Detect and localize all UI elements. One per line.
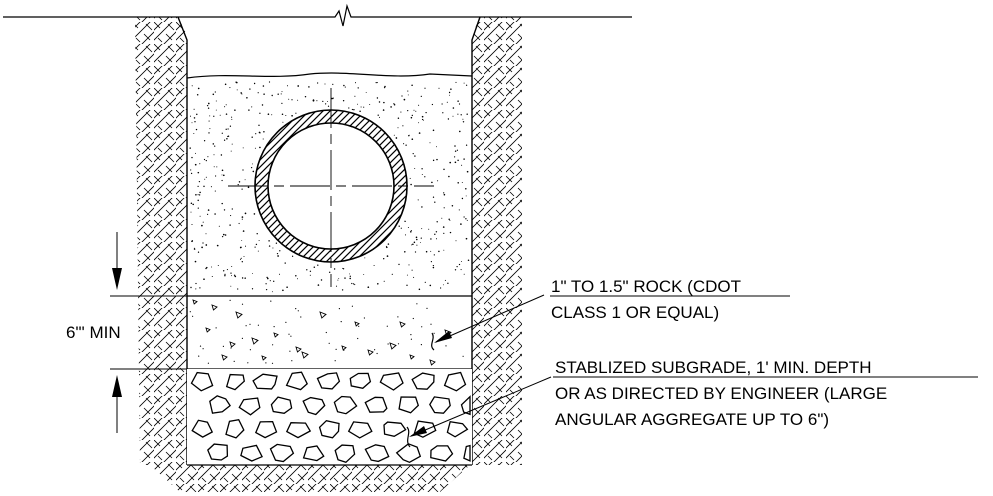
dimension-label: 6"' MIN	[66, 323, 121, 342]
dimension-arrow-bottom	[112, 375, 122, 433]
subgrade-leader	[406, 376, 552, 448]
rock-bedding-layer	[187, 295, 472, 370]
rock-note: 1" TO 1.5" ROCK (CDOT CLASS 1 OR EQUAL)	[550, 277, 790, 322]
subgrade-note: STABLIZED SUBGRADE, 1' MIN. DEPTH OR AS …	[553, 358, 978, 429]
native-soil-hatch	[135, 17, 522, 492]
rock-note-line2: CLASS 1 OR EQUAL)	[551, 303, 719, 322]
trench-walls	[177, 16, 481, 465]
rock-triangles	[189, 299, 464, 366]
subgrade-aggregate	[187, 369, 472, 466]
subgrade-note-line3: ANGULAR AGGREGATE UP TO 6")	[555, 410, 829, 429]
subgrade-note-line1: STABLIZED SUBGRADE, 1' MIN. DEPTH	[555, 358, 872, 377]
pipe-centerlines	[228, 88, 434, 287]
dimension-extension-lines	[110, 295, 187, 370]
backfill-stipple	[189, 81, 470, 293]
subgrade-note-line2: OR AS DIRECTED BY ENGINEER (LARGE	[555, 384, 887, 403]
dimension-arrow-top	[112, 232, 122, 290]
angular-aggregate-stones	[190, 371, 471, 464]
pipe	[228, 88, 434, 287]
ground-surface-line	[3, 3, 632, 27]
rock-leader	[431, 294, 545, 351]
rock-note-line1: 1" TO 1.5" ROCK (CDOT	[551, 277, 741, 296]
backfill-zone	[186, 72, 473, 293]
